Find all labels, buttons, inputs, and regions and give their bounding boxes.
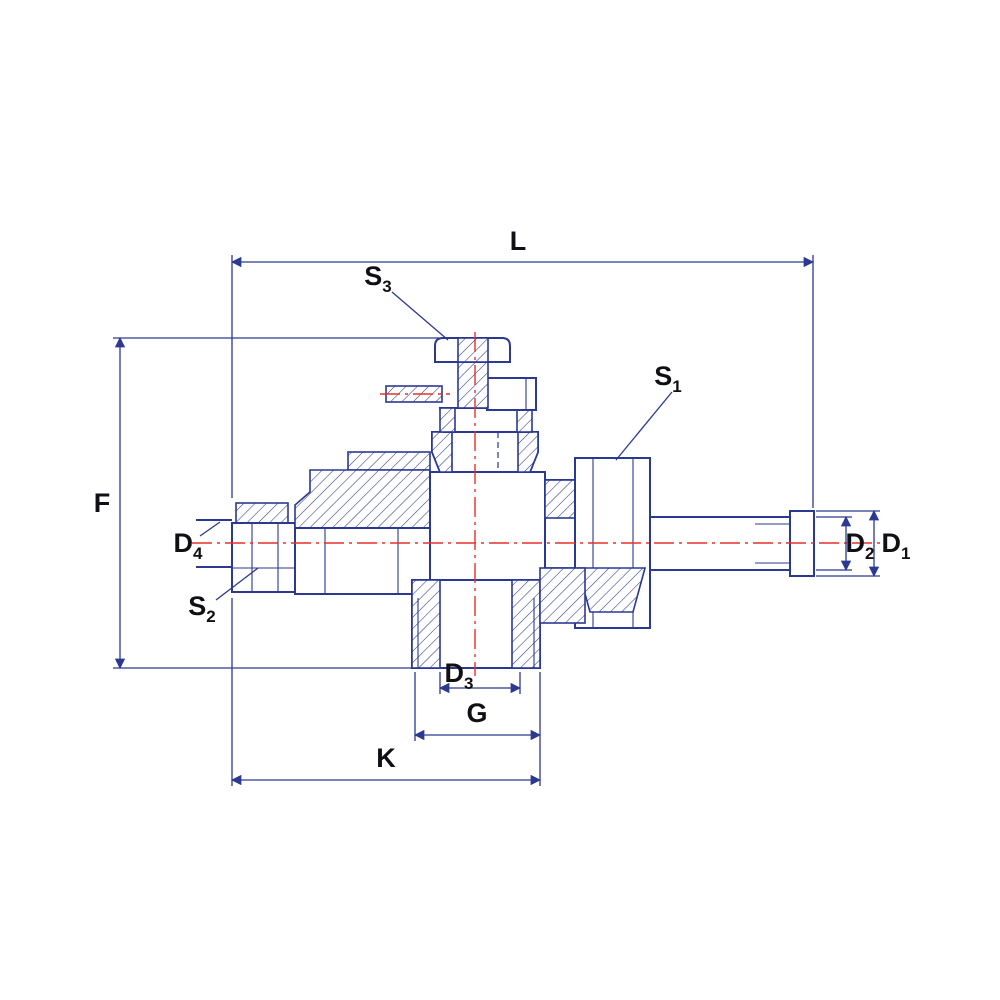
- dimension-K: K: [230, 598, 542, 786]
- left-tube: [196, 519, 232, 568]
- dimension-L: L: [230, 226, 815, 508]
- label-L: L: [510, 226, 527, 256]
- callout-D4: D4: [174, 521, 221, 563]
- left-union-assembly: [294, 451, 431, 595]
- valve-body: [429, 471, 546, 581]
- label-S2: S2: [188, 591, 215, 626]
- dimension-F: F: [94, 336, 440, 670]
- dimension-D3: D3: [438, 658, 522, 694]
- callout-S1: S1: [615, 361, 682, 461]
- top-bonnet-assembly: [385, 337, 539, 473]
- label-D4: D4: [174, 528, 204, 563]
- bottom-port: [411, 567, 586, 669]
- callout-S3: S3: [364, 261, 449, 341]
- label-K: K: [376, 743, 396, 773]
- label-D1: D1: [882, 528, 911, 563]
- label-D3: D3: [445, 658, 474, 693]
- dimension-G: G: [413, 672, 542, 741]
- label-S3: S3: [364, 261, 391, 296]
- label-S1: S1: [654, 361, 681, 396]
- left-compression-nut: [231, 502, 296, 593]
- centerlines: [192, 332, 882, 676]
- callout-S2: S2: [188, 567, 259, 626]
- label-F: F: [94, 488, 111, 518]
- dimension-D1: D1: [816, 509, 911, 578]
- label-G: G: [466, 698, 487, 728]
